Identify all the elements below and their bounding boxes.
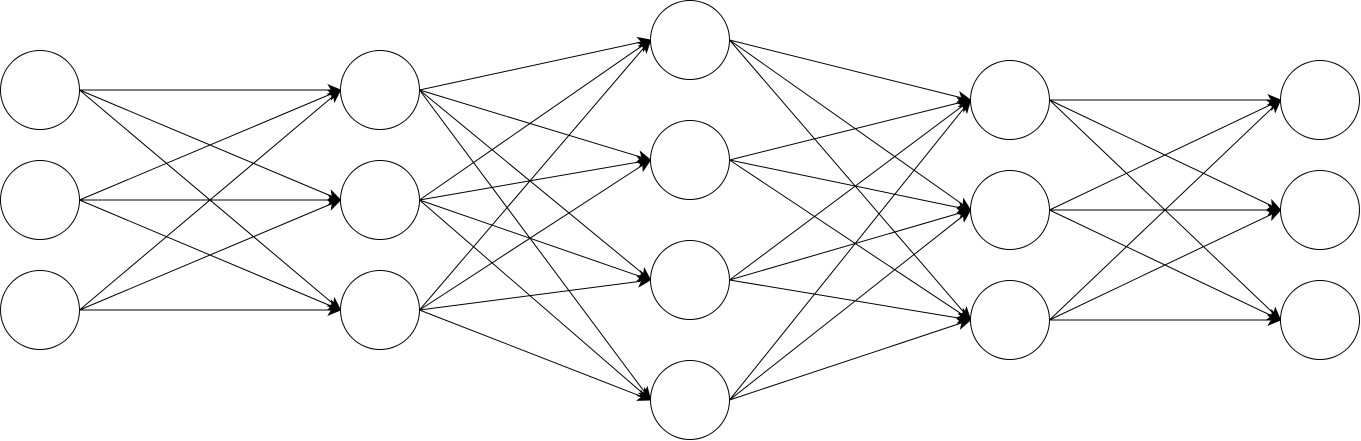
edge-l2n1-to-l3n4: [419, 89, 645, 393]
edge-l4n2-to-l5n1: [1049, 103, 1272, 211]
edge-l2n3-to-l3n4: [419, 309, 642, 397]
arrowhead-l4n2: [956, 209, 972, 223]
neuron-layer1-node2: [0, 160, 80, 240]
neuron-layer3-node2: [650, 120, 730, 200]
arrowhead-l4n3: [956, 318, 972, 330]
edge-l3n3-to-l4n2: [729, 212, 962, 281]
arrowhead-l2n1: [326, 89, 342, 104]
neuron-layer3-node4: [650, 360, 730, 440]
edge-l4n1-to-l5n3: [1049, 99, 1274, 314]
neuron-layer3-node1: [650, 0, 730, 80]
edge-l4n3-to-l5n1: [1049, 106, 1274, 321]
edge-l3n2-to-l4n1: [729, 101, 961, 161]
edge-l3n3-to-l4n1: [729, 105, 963, 281]
edge-l1n3-to-l2n2: [79, 203, 332, 311]
edge-l2n2-to-l3n4: [419, 199, 644, 394]
edge-l1n3-to-l2n1: [79, 96, 334, 311]
arrowhead-l4n1: [957, 98, 972, 115]
edge-l3n1-to-l4n3: [729, 39, 965, 313]
arrowhead-l3n2: [636, 159, 652, 173]
neuron-layer2-node1: [340, 50, 420, 130]
edge-l3n4-to-l4n2: [729, 215, 963, 401]
neuron-layer4-node3: [970, 280, 1050, 360]
arrowhead-l5n2: [1265, 209, 1282, 222]
neuron-layer4-node1: [970, 60, 1050, 140]
edge-l3n2-to-l4n2: [729, 159, 961, 209]
neuron-layer2-node2: [340, 160, 420, 240]
edge-l2n2-to-l3n1: [419, 45, 643, 201]
edge-l2n1-to-l3n3: [419, 89, 644, 275]
neuron-layer5-node3: [1280, 280, 1360, 360]
arrowhead-l3n4: [635, 389, 652, 401]
edge-l3n1-to-l4n1: [729, 39, 961, 99]
edge-l2n3-to-l3n2: [419, 165, 643, 311]
arrowhead-l2n3: [327, 303, 342, 317]
neuron-layer1-node3: [0, 270, 80, 350]
edge-l2n1-to-l3n1: [419, 41, 641, 91]
neuron-layer3-node3: [650, 240, 730, 320]
edge-l3n2-to-l4n3: [729, 159, 963, 315]
edge-l1n2-to-l2n3: [79, 199, 332, 307]
edge-l1n1-to-l2n3: [79, 89, 334, 304]
neuron-layer5-node1: [1280, 60, 1360, 140]
edge-l1n1-to-l2n2: [79, 89, 332, 197]
arrowhead-l5n3: [1267, 313, 1282, 327]
edge-l4n2-to-l5n3: [1049, 209, 1272, 317]
neuron-layer5-node2: [1280, 170, 1360, 250]
edge-l3n4-to-l4n1: [729, 107, 965, 401]
arrowhead-l3n1: [637, 39, 652, 54]
edge-l1n2-to-l2n1: [79, 93, 332, 201]
edge-l3n4-to-l4n3: [729, 322, 962, 401]
arrowhead-l3n3: [636, 275, 652, 288]
edge-l2n3-to-l3n1: [419, 47, 645, 311]
edge-l4n1-to-l5n2: [1049, 99, 1272, 207]
edge-l4n3-to-l5n2: [1049, 213, 1272, 321]
arrowhead-l5n1: [1266, 99, 1282, 114]
arrowhead-l2n2: [325, 199, 342, 211]
edge-l3n3-to-l4n3: [729, 279, 961, 319]
neuron-layer2-node3: [340, 270, 420, 350]
edge-l3n1-to-l4n2: [729, 39, 963, 205]
neuron-layer4-node2: [970, 170, 1050, 250]
neuron-layer1-node1: [0, 50, 80, 130]
edge-l2n3-to-l3n3: [419, 280, 641, 311]
connections-group: [79, 36, 1282, 402]
